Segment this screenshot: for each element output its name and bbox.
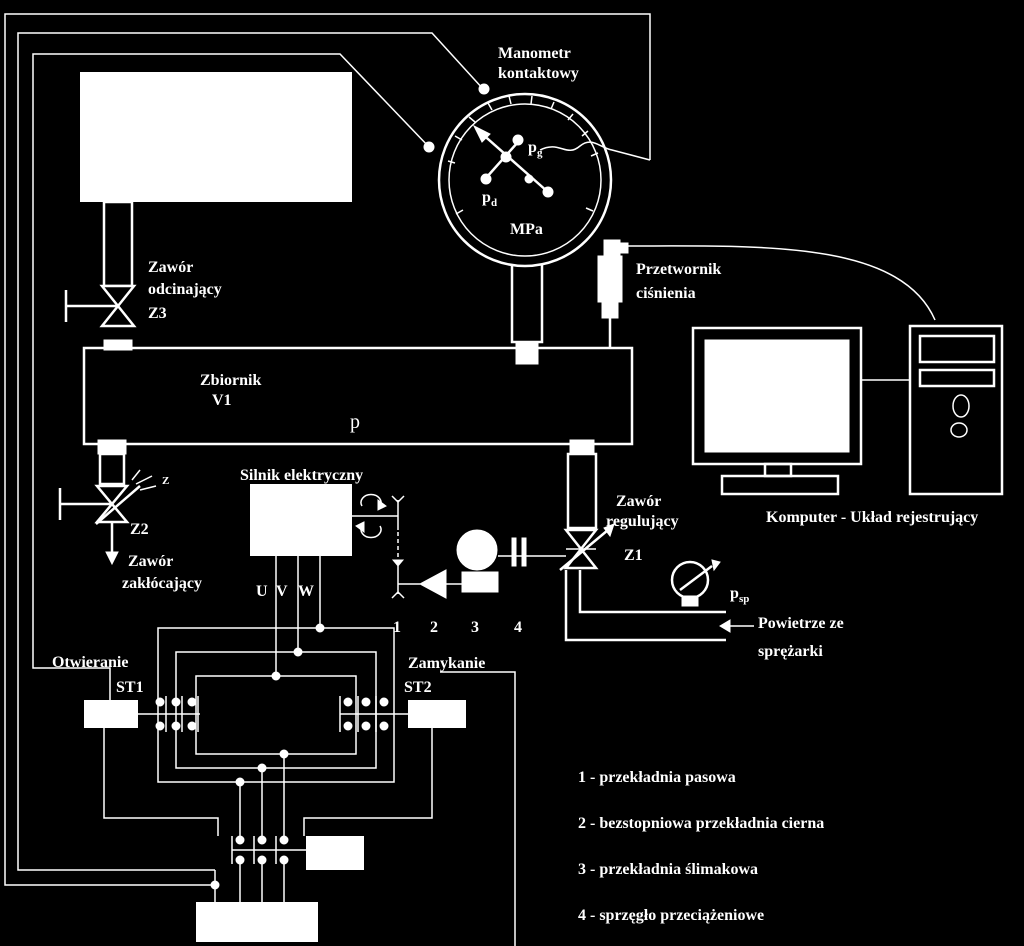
phase-w: W bbox=[298, 583, 314, 600]
pd-label: p bbox=[482, 189, 491, 206]
st1-label: ST1 bbox=[116, 679, 144, 696]
valve-z1-label-2: regulujący bbox=[606, 513, 679, 530]
tank-v1 bbox=[82, 346, 634, 446]
main-switch bbox=[210, 835, 306, 902]
phase-u: U bbox=[256, 583, 268, 600]
psp-label: p bbox=[730, 585, 739, 602]
air-label-2: sprężarki bbox=[758, 643, 823, 660]
legend-item-2: 2 - bezstopniowa przekładnia cierna bbox=[578, 815, 824, 832]
manometer-gauge bbox=[423, 83, 651, 268]
outer-wiring bbox=[4, 13, 651, 946]
computer-label: Komputer - Układ rejestrujący bbox=[766, 509, 978, 526]
transmission bbox=[352, 493, 566, 599]
st2-label: ST2 bbox=[404, 679, 432, 696]
legend-item-4: 4 - sprzęgło przeciążeniowe bbox=[578, 907, 764, 924]
valve-z2-label-1: Zawór bbox=[128, 553, 173, 570]
valve-z3-label-1: Zawór bbox=[148, 259, 193, 276]
switch-actuator bbox=[306, 836, 364, 870]
phase-v: V bbox=[276, 583, 288, 600]
mpa-label: MPa bbox=[510, 221, 543, 238]
supply-pressure-gauge bbox=[670, 559, 721, 607]
motor-wiring bbox=[157, 556, 395, 836]
open-label: Otwieranie bbox=[52, 654, 128, 671]
air-label-1: Powietrze ze bbox=[758, 615, 844, 632]
transducer-label-2: ciśnienia bbox=[636, 285, 696, 302]
valve-z3-label-2: odcinający bbox=[148, 281, 222, 298]
transmission-num-4: 4 bbox=[514, 619, 522, 636]
transducer-label-1: Przetwornik bbox=[636, 261, 721, 278]
electric-motor bbox=[250, 484, 352, 556]
transmission-num-2: 2 bbox=[430, 619, 438, 636]
psp-sub: sp bbox=[739, 593, 749, 605]
computer-tower bbox=[908, 324, 1004, 496]
contactor-st1-contacts bbox=[138, 696, 200, 732]
air-inlet-arrow bbox=[719, 619, 754, 633]
tank-label-2: V1 bbox=[212, 392, 232, 409]
transmission-num-1: 1 bbox=[393, 619, 401, 636]
pd-sub: d bbox=[491, 197, 497, 209]
motor-label: Silnik elektryczny bbox=[240, 467, 363, 484]
tank-label-1: Zbiornik bbox=[200, 372, 261, 389]
valve-z1-label-1: Zawór bbox=[616, 493, 661, 510]
pipe-vessel-z3 bbox=[102, 200, 134, 288]
manometer-title-1: Manometr bbox=[498, 45, 571, 62]
power-supply bbox=[196, 902, 318, 942]
valve-z2-z: Z bbox=[162, 475, 169, 487]
valve-z3 bbox=[64, 284, 137, 351]
contactor-st2-contacts bbox=[339, 696, 408, 732]
legend-item-1: 1 - przekładnia pasowa bbox=[578, 769, 736, 786]
legend-item-3: 3 - przekładnia ślimakowa bbox=[578, 861, 758, 878]
valve-z1-id: Z1 bbox=[624, 547, 643, 564]
pg-label: p bbox=[528, 139, 537, 156]
valve-z3-id: Z3 bbox=[148, 305, 167, 322]
manometer-title-2: kontaktowy bbox=[498, 65, 579, 82]
pipe-tank-manometer bbox=[510, 256, 544, 344]
computer-monitor bbox=[691, 326, 910, 496]
upper-vessel bbox=[80, 72, 352, 202]
close-label: Zamykanie bbox=[408, 655, 485, 672]
contactor-st2-coil bbox=[408, 700, 466, 728]
valve-z2-label-2: zakłócający bbox=[122, 575, 202, 592]
tank-pressure: p bbox=[350, 411, 360, 433]
legend: 1 - przekładnia pasowa 2 - bezstopniowa … bbox=[578, 769, 824, 924]
valve-z1 bbox=[559, 452, 726, 642]
pressure-transducer bbox=[597, 239, 936, 348]
valve-z2-id: Z2 bbox=[130, 521, 149, 538]
valve-z2 bbox=[58, 452, 157, 566]
contactor-st1-coil bbox=[84, 700, 138, 728]
transmission-num-3: 3 bbox=[471, 619, 479, 636]
pg-sub: g bbox=[537, 147, 543, 159]
